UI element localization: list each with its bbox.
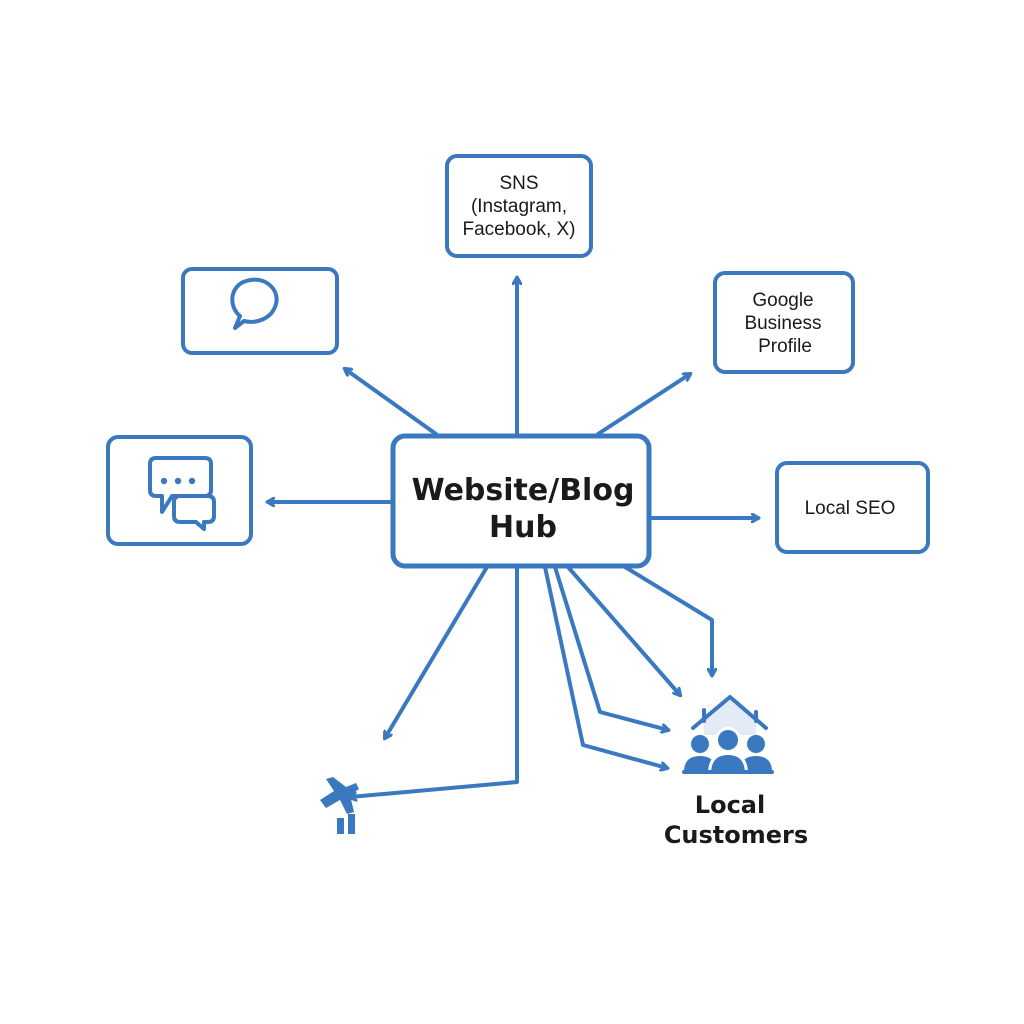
gbp-label-line2: Business: [744, 313, 821, 334]
local-seo-node[interactable]: Local SEO: [775, 461, 930, 554]
sns-node[interactable]: SNS (Instagram, Facebook, X): [445, 154, 593, 258]
hub-title-line1: Website/Blog: [412, 473, 635, 508]
airplane-icon: [320, 777, 359, 834]
sns-label-line2: (Instagram,: [471, 196, 567, 217]
customers-label-line1: Local: [695, 791, 765, 819]
arrow-to-airplane: [350, 565, 519, 797]
google-business-profile-node[interactable]: Google Business Profile: [713, 271, 855, 374]
arrow-to-speech-bubble: [345, 369, 438, 436]
local-seo-label: Local SEO: [805, 498, 896, 519]
arrow-to-customers-1: [543, 565, 667, 768]
house-people-icon: [682, 695, 774, 774]
sns-label-line3: Facebook, X): [463, 219, 576, 240]
gbp-label-line1: Google: [752, 290, 813, 311]
customers-node[interactable]: Local Customers: [664, 695, 808, 849]
chat-node[interactable]: [106, 435, 253, 546]
gbp-label-line3: Profile: [758, 336, 812, 357]
connectors: [268, 278, 758, 797]
speech-bubble-node[interactable]: [181, 267, 339, 355]
customers-label-line2: Customers: [664, 821, 808, 849]
arrow-to-customers-4: [623, 565, 712, 675]
sns-label-line1: SNS: [499, 173, 538, 194]
speech-bubble-icon: [230, 277, 279, 330]
hub-node[interactable]: Website/Blog Hub: [390, 433, 652, 569]
hub-title-line2: Hub: [489, 510, 557, 545]
arrow-to-lower-left: [385, 565, 489, 738]
arrow-to-customers-2: [553, 565, 668, 730]
arrow-to-google-business-profile: [596, 374, 690, 436]
arrow-to-customers-3: [566, 565, 680, 695]
chat-icon: [148, 456, 216, 531]
